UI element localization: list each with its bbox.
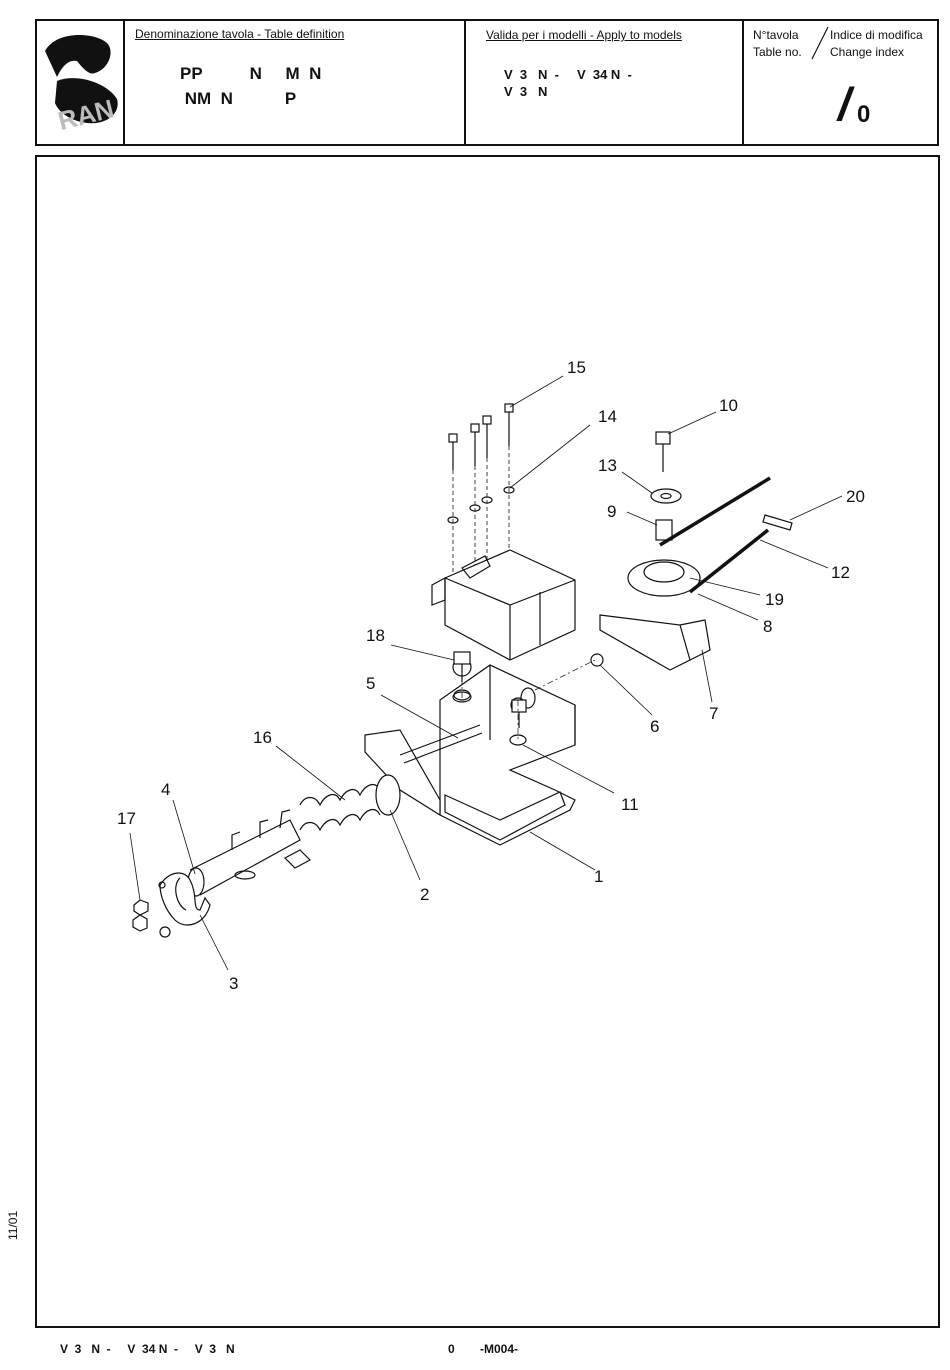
pulley-bracket [590, 614, 711, 671]
bolt-group [447, 403, 515, 580]
footer-code: -M004- [480, 1342, 519, 1356]
callout-5: 5 [366, 674, 375, 693]
models-line-1: V 3 N - V 34 N - [504, 67, 632, 82]
table-no-value: / [838, 78, 851, 130]
callout-15: 15 [567, 358, 586, 377]
callout-4: 4 [161, 780, 170, 799]
title-block: RAN Denominazione tavola - Table definit… [35, 19, 939, 146]
callout-9: 9 [607, 502, 616, 521]
change-index-label-en: Change index [830, 45, 905, 59]
footer-code-index: 0 [448, 1342, 455, 1356]
drawing-frame [35, 155, 940, 1328]
callout-11: 11 [621, 795, 639, 814]
callout-leaders [129, 375, 843, 971]
company-logo: RAN [45, 34, 118, 136]
callout-3: 3 [229, 974, 238, 993]
definition-line-2: NM N P [180, 89, 297, 108]
callout-8: 8 [763, 617, 772, 636]
spring-shaft [187, 724, 483, 897]
callout-10: 10 [719, 396, 738, 415]
callout-20: 20 [846, 487, 865, 506]
callout-14: 14 [598, 407, 617, 426]
callout-19: 19 [765, 590, 784, 609]
pulley-assembly [627, 431, 793, 597]
callout-7: 7 [709, 704, 718, 723]
side-date: 11/01 [6, 1210, 20, 1240]
callout-12: 12 [831, 563, 850, 582]
table-no-label-en: Table no. [753, 45, 802, 59]
definition-line-1: PP N M N [180, 64, 322, 83]
callout-6: 6 [650, 717, 659, 736]
table-no-label-it: N°tavola [753, 28, 799, 42]
callout-13: 13 [598, 456, 617, 475]
change-index-label-it: Indice di modifica [830, 28, 923, 42]
callout-18: 18 [366, 626, 385, 645]
callout-17: 17 [117, 809, 136, 828]
models-line-2: V 3 N [504, 84, 548, 99]
table-number-cell: N°tavola Table no. Indice di modifica Ch… [744, 21, 939, 144]
motor-block [431, 549, 576, 661]
clamp-ring [132, 872, 211, 938]
callout-16: 16 [253, 728, 272, 747]
models-caption: Valida per i modelli - Apply to models [486, 28, 682, 42]
divider-slash [811, 26, 829, 60]
logo-cell: RAN [37, 21, 125, 144]
footer-models: V 3 N - V 34 N - V 3 N [60, 1342, 235, 1356]
callout-1: 1 [594, 867, 603, 886]
callout-2: 2 [420, 885, 429, 904]
table-definition-cell: Denominazione tavola - Table definition … [125, 21, 466, 144]
change-index-value: 0 [857, 101, 871, 128]
models-cell: Valida per i modelli - Apply to models V… [466, 21, 744, 144]
callout-labels: 1 2 3 4 5 6 7 8 9 10 11 12 13 14 15 16 1… [117, 358, 865, 993]
definition-caption: Denominazione tavola - Table definition [135, 27, 345, 41]
